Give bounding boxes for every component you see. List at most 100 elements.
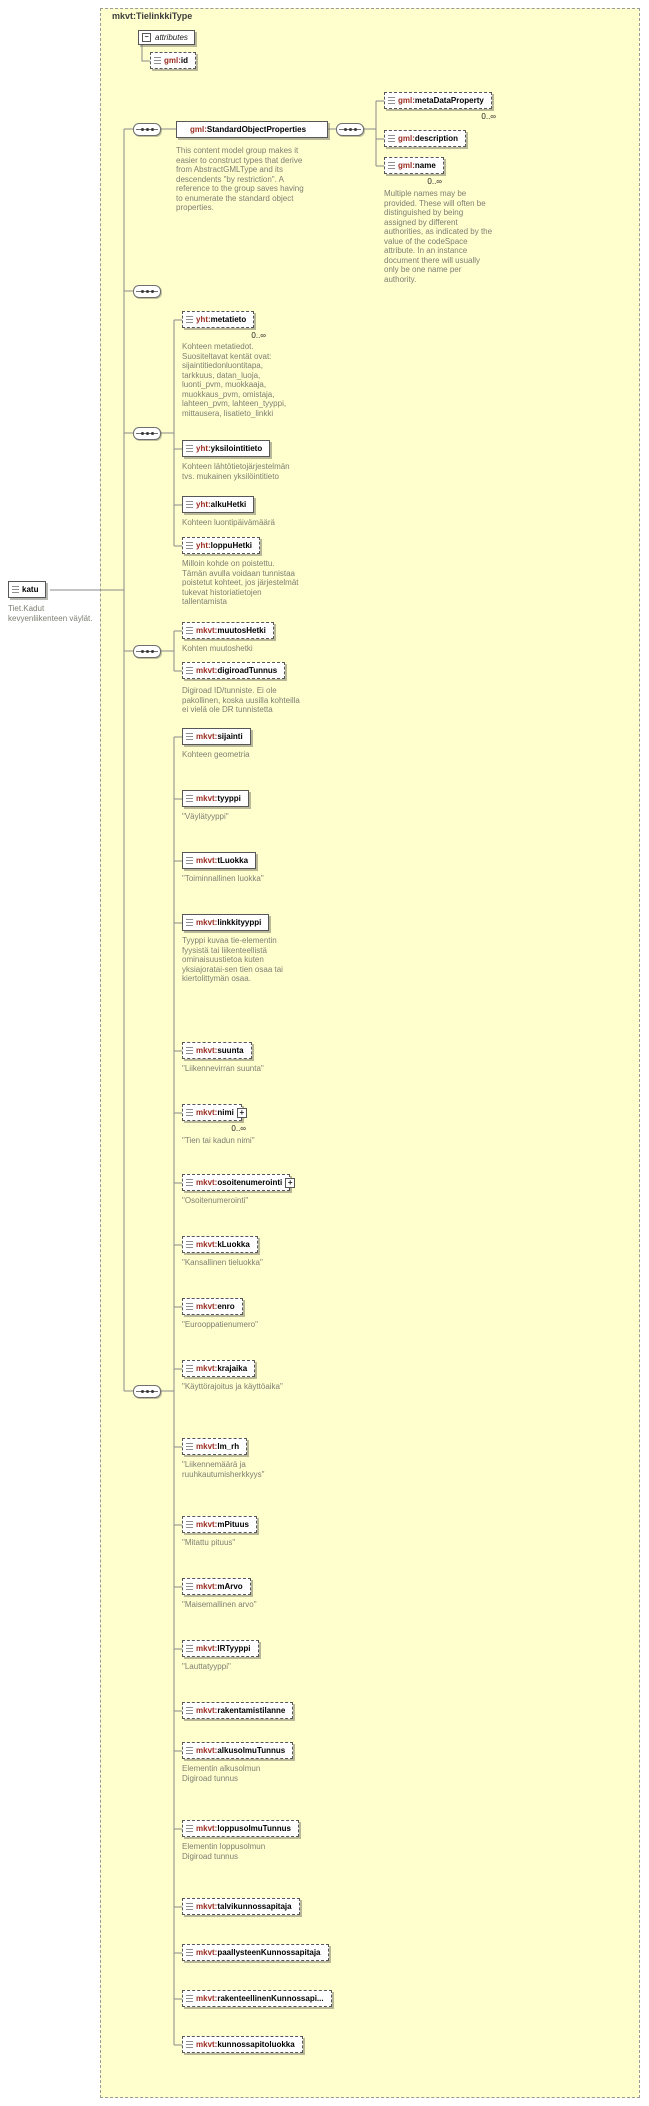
element-name: digiroadTunnus	[217, 666, 278, 675]
element-box-gml-metadataproperty[interactable]: gml:metaDataProperty	[384, 92, 492, 109]
element-box-yht-alkuhetki[interactable]: yht:alkuHetki	[182, 496, 255, 513]
element-content-icon	[186, 1241, 193, 1248]
element-name: name	[414, 161, 436, 170]
element-content-icon	[186, 1903, 193, 1910]
element-name: metaDataProperty	[414, 96, 484, 105]
annotation-mkvt-enro: "Eurooppatienumero"	[182, 1320, 258, 1329]
element-box-mkvt-krajaika[interactable]: mkvt:krajaika	[182, 1360, 256, 1377]
element-box-mkvt-rakentamistilanne[interactable]: mkvt:rakentamistilanne	[182, 1702, 294, 1719]
element-box-mkvt-suunta[interactable]: mkvt:suunta	[182, 1042, 252, 1059]
element-box-yht-metatieto[interactable]: yht:metatieto	[182, 311, 255, 328]
element-box-mkvt-mpituus[interactable]: mkvt:mPituus	[182, 1516, 257, 1533]
attribute-name: id	[180, 56, 188, 65]
sequence-icon-yht[interactable]	[133, 427, 161, 440]
element-prefix: mkvt:	[196, 1240, 218, 1249]
annotation-mkvt-linkkityyppi: Tyyppi kuvaa tie-elementin fyysistä tai …	[182, 936, 283, 983]
element-prefix: mkvt:	[196, 1644, 218, 1653]
element-prefix: yht:	[196, 315, 211, 324]
element-name: kunnossapitoluokka	[217, 2040, 295, 2049]
element-name: description	[414, 134, 459, 143]
element-content-icon	[186, 1179, 193, 1186]
element-content-icon	[388, 135, 395, 142]
element-prefix: gml:	[190, 125, 207, 134]
annotation-mkvt-lm-rh: "Liikennemäärä ja ruuhkautumisherkkyys"	[182, 1460, 265, 1479]
sequence-dots-icon	[146, 290, 149, 293]
element-content-icon	[186, 1443, 193, 1450]
element-name: nimi	[217, 1108, 234, 1117]
element-box-gml-name[interactable]: gml:name	[384, 157, 444, 174]
element-box-mkvt-paallysteenkunnossapitaja[interactable]: mkvt:paallysteenKunnossapitaja	[182, 1944, 329, 1961]
element-prefix: mkvt:	[196, 1582, 218, 1591]
element-prefix: mkvt:	[196, 666, 218, 675]
element-box-mkvt-talvikunnossapitaja[interactable]: mkvt:talvikunnossapitaja	[182, 1898, 300, 1915]
sequence-icon-muutos[interactable]	[133, 645, 161, 658]
element-box-yht-loppuhetki[interactable]: yht:loppuHetki	[182, 537, 261, 554]
element-box-mkvt-muutoshetki[interactable]: mkvt:muutosHetki	[182, 622, 274, 639]
sequence-icon-main[interactable]	[133, 1385, 161, 1398]
group-box-standardobjectproperties[interactable]: gml:StandardObjectProperties	[176, 121, 328, 138]
expand-icon[interactable]: +	[236, 1108, 247, 1118]
cardinality-gml-name: 0..∞	[427, 177, 442, 186]
element-box-gml-description[interactable]: gml:description	[384, 130, 467, 147]
element-content-icon	[186, 857, 193, 864]
element-name: krajaika	[217, 1364, 248, 1373]
element-box-mkvt-digiroadtunnus[interactable]: mkvt:digiroadTunnus	[182, 662, 286, 679]
element-box-mkvt-rakenteellinenkunnossapitaja[interactable]: mkvt:rakenteellinenKunnossapi...	[182, 1990, 332, 2007]
annotation-mkvt-muutoshetki: Kohten muutoshetki	[182, 644, 253, 653]
element-name: yksilointitieto	[210, 444, 263, 453]
annotation-mkvt-mpituus: "Mitattu pituus"	[182, 1538, 236, 1547]
element-content-icon	[186, 1707, 193, 1714]
element-name: kLuokka	[217, 1240, 250, 1249]
element-name: osoitenumerointi	[217, 1178, 283, 1187]
sequence-icon-standard[interactable]	[133, 123, 161, 136]
element-name: katu	[22, 585, 39, 594]
attribute-box-gml-id[interactable]: gml:id	[150, 52, 196, 69]
element-box-mkvt-kunnossapitoluokka[interactable]: mkvt:kunnossapitoluokka	[182, 2036, 303, 2053]
attribute-icon	[154, 57, 161, 64]
annotation-mkvt-alkusolmutunnus: Elementin alkusolmun Digiroad tunnus	[182, 1764, 261, 1783]
element-box-yht-yksilointitieto[interactable]: yht:yksilointitieto	[182, 440, 271, 457]
element-prefix: mkvt:	[196, 1442, 218, 1451]
element-box-mkvt-lm-rh[interactable]: mkvt:lm_rh	[182, 1438, 248, 1455]
element-prefix: gml:	[398, 134, 415, 143]
element-content-icon	[186, 1995, 193, 2002]
element-box-mkvt-sij ainti[interactable]: mkvt:sijainti	[182, 728, 251, 745]
cardinality-yht-metatieto: 0..∞	[251, 331, 266, 340]
sequence-icon-empty[interactable]	[133, 285, 161, 298]
collapse-icon[interactable]: −	[142, 33, 151, 42]
element-prefix: mkvt:	[196, 626, 218, 635]
element-content-icon	[186, 1047, 193, 1054]
element-box-mkvt-alkusolmutunnus[interactable]: mkvt:alkusolmuTunnus	[182, 1742, 294, 1759]
element-box-mkvt-kluokka[interactable]: mkvt:kLuokka	[182, 1236, 258, 1253]
element-box-mkvt-tyyppi[interactable]: mkvt:tyyppi	[182, 790, 249, 807]
element-prefix: mkvt:	[196, 1108, 218, 1117]
element-box-mkvt-nimi[interactable]: mkvt:nimi +	[182, 1104, 247, 1121]
element-name: tLuokka	[217, 856, 249, 865]
element-content-icon	[186, 542, 193, 549]
element-name: rakentamistilanne	[217, 1706, 286, 1715]
sequence-icon-standard-inner[interactable]	[336, 123, 364, 136]
element-box-mkvt-enro[interactable]: mkvt:enro	[182, 1298, 243, 1315]
element-prefix: mkvt:	[196, 1902, 218, 1911]
element-name: suunta	[217, 1046, 244, 1055]
element-box-mkvt-loppusolmutunnus[interactable]: mkvt:loppusolmuTunnus	[182, 1820, 299, 1837]
element-name: enro	[217, 1302, 235, 1311]
element-content-icon	[186, 1109, 193, 1116]
element-name: muutosHetki	[217, 626, 266, 635]
cardinality-gml-metadataproperty: 0..∞	[481, 112, 496, 121]
element-box-mkvt-lrtyyppi[interactable]: mkvt:lRTyyppi	[182, 1640, 259, 1657]
expand-icon[interactable]: +	[285, 1178, 296, 1188]
element-box-katu[interactable]: katu	[8, 581, 47, 598]
element-box-mkvt-marvo[interactable]: mkvt:mArvo	[182, 1578, 251, 1595]
element-name: alkuHetki	[210, 500, 247, 509]
attributes-box[interactable]: − attributes	[138, 30, 195, 45]
element-box-mkvt-linkkityyppi[interactable]: mkvt:linkkityyppi	[182, 914, 270, 931]
element-content-icon	[186, 501, 193, 508]
annotation-mkvt-krajaika: "Käyttörajoitus ja käyttöaika"	[182, 1382, 283, 1391]
element-box-mkvt-tluokka[interactable]: mkvt:tLuokka	[182, 852, 257, 869]
element-content-icon	[186, 1303, 193, 1310]
element-prefix: mkvt:	[196, 2040, 218, 2049]
element-name: mPituus	[217, 1520, 249, 1529]
element-box-mkvt-osoitenumerointi[interactable]: mkvt:osoitenumerointi +	[182, 1174, 296, 1191]
sequence-dots-icon	[349, 128, 352, 131]
